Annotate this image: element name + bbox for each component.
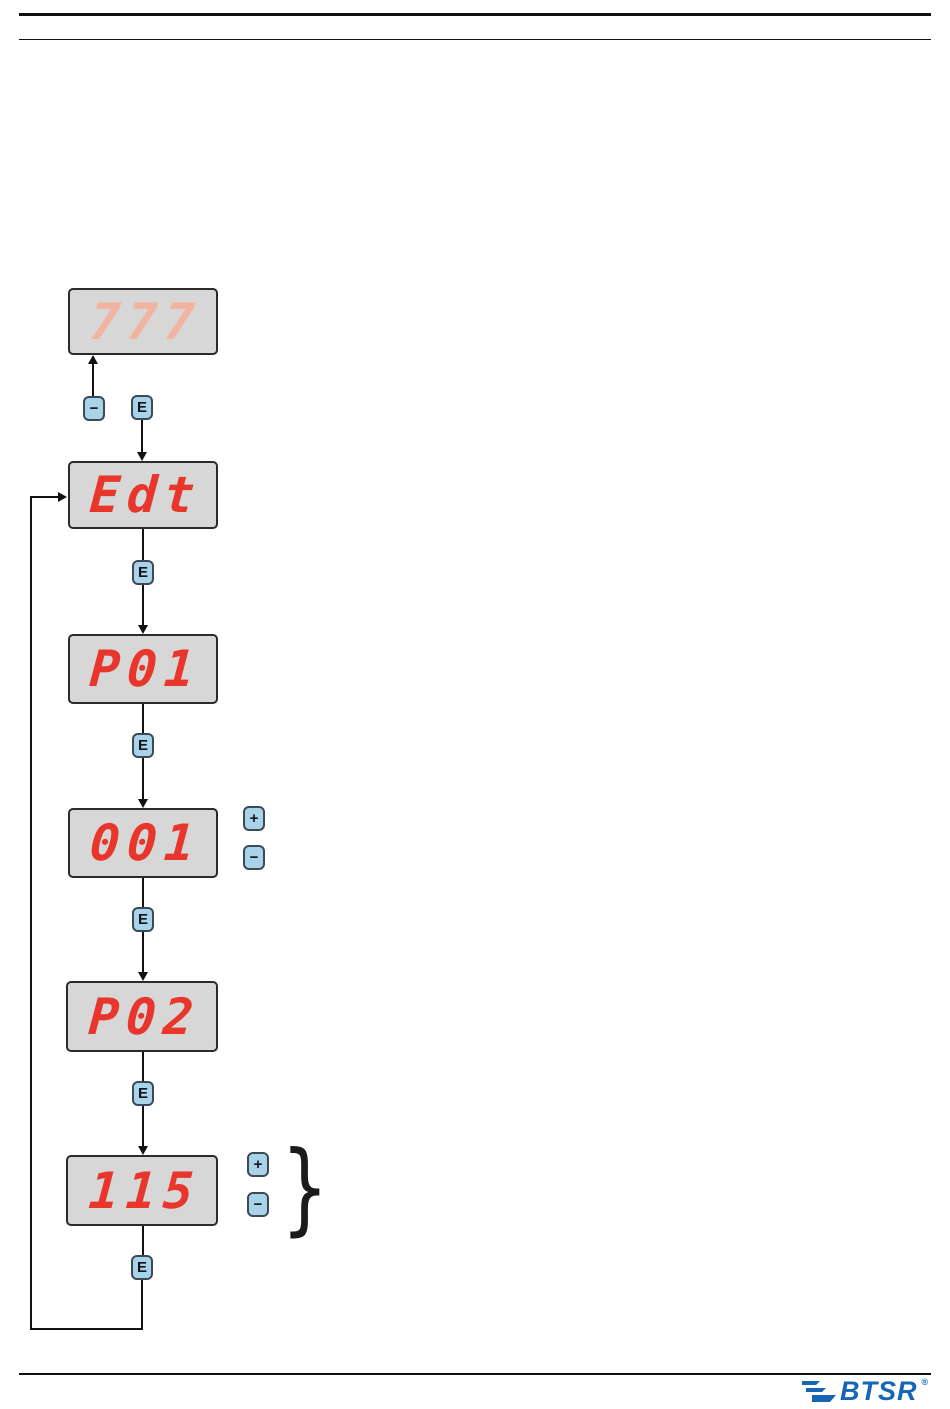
header-rule-thick [19, 13, 931, 16]
enter-key: E [132, 560, 154, 585]
flow-connector [142, 704, 144, 733]
flow-connector [142, 758, 144, 799]
led-value: 115 [87, 1161, 203, 1220]
arrow-down-icon [138, 799, 148, 808]
flow-connector [142, 1106, 144, 1146]
arrow-up-icon [88, 355, 98, 364]
flow-connector [142, 878, 144, 907]
arrow-down-icon [138, 1146, 148, 1155]
flow-connector [142, 932, 144, 972]
plus-key: + [247, 1152, 269, 1177]
enter-key: E [132, 907, 154, 932]
flow-connector [30, 497, 32, 1330]
arrow-right-icon [58, 492, 67, 502]
led-display-p02: P02 [66, 981, 218, 1052]
flow-connector [30, 496, 58, 498]
minus-key: − [243, 845, 265, 870]
arrow-down-icon [138, 625, 148, 634]
btsr-logo: BTSR ® [800, 1378, 928, 1405]
plus-key: + [243, 806, 265, 831]
led-value: Edt [88, 466, 204, 524]
minus-key: − [83, 396, 105, 421]
enter-key: E [131, 395, 153, 420]
brace-right-icon: } [281, 1129, 329, 1246]
led-value: P02 [87, 987, 203, 1046]
led-display-p01: P01 [68, 634, 218, 704]
footer-rule [19, 1373, 931, 1375]
flow-connector [142, 1226, 144, 1255]
header-rule-thin [19, 39, 931, 40]
arrow-down-icon [138, 972, 148, 981]
flow-connector [30, 1328, 143, 1330]
enter-key: E [131, 1255, 153, 1280]
btsr-emblem-icon [802, 1381, 836, 1402]
flow-connector [141, 420, 143, 452]
btsr-logo-text: BTSR [840, 1376, 918, 1406]
led-display-p01-value: 001 [68, 808, 218, 878]
led-display-startup: 777 [68, 288, 218, 355]
registered-mark: ® [921, 1377, 929, 1387]
enter-key: E [132, 1081, 154, 1106]
led-value: 001 [88, 814, 204, 872]
flow-connector [142, 529, 144, 560]
flow-connector [141, 1280, 143, 1330]
led-display-edit: Edt [68, 461, 218, 529]
led-display-p02-value: 115 [66, 1155, 218, 1226]
enter-key: E [132, 733, 154, 758]
led-value: P01 [88, 640, 204, 698]
led-value: 777 [88, 292, 204, 351]
arrow-down-icon [137, 452, 147, 461]
flow-connector [142, 1052, 144, 1081]
flow-connector [92, 364, 94, 396]
minus-key: − [247, 1192, 269, 1217]
flow-connector [142, 585, 144, 625]
